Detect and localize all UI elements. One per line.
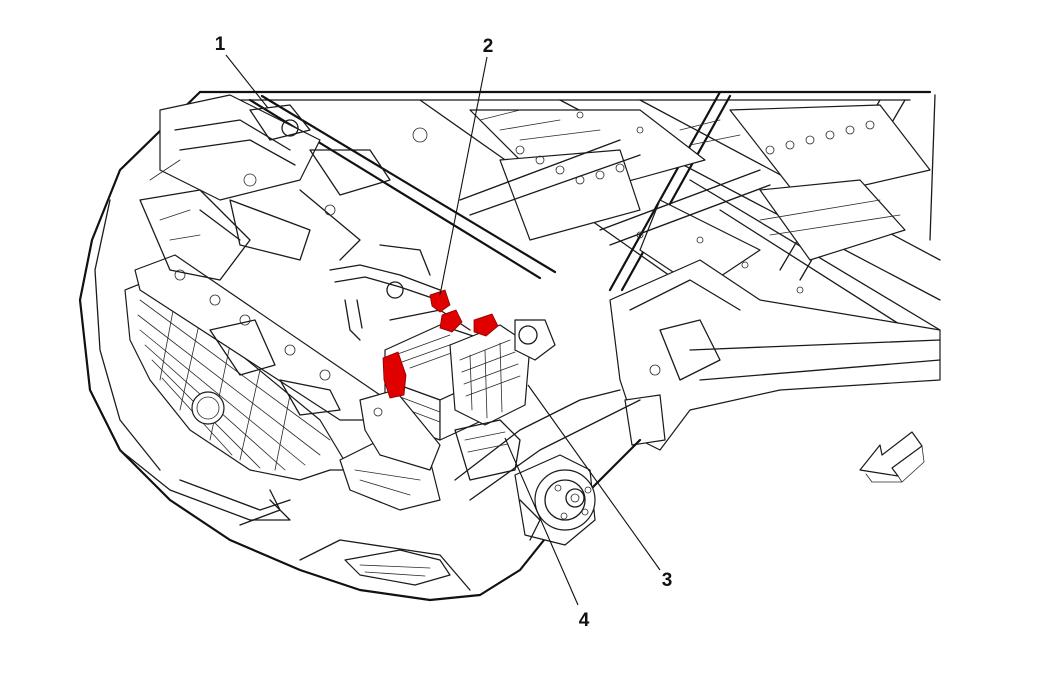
battery-tray-bracket: [359, 319, 556, 481]
side-body-panel: [609, 259, 941, 451]
highlight-bracket: [382, 351, 407, 399]
leader-line-1: [225, 54, 269, 109]
front-wheel-hub: [514, 454, 596, 546]
callout-2: 2: [483, 36, 494, 57]
highlighted-components: [382, 289, 499, 399]
callout-1: 1: [215, 34, 226, 55]
fuse-block: [449, 324, 531, 426]
floor-pan-structure: [198, 90, 941, 351]
callout-4: 4: [579, 610, 590, 631]
leader-line-3: [527, 384, 661, 571]
leader-line-4: [504, 437, 579, 606]
highlight-cable-mid: [439, 309, 463, 333]
grille-bars: [137, 299, 331, 471]
floor-holes: [412, 111, 875, 294]
highlight-cable-upper: [429, 289, 451, 313]
callout-labels: 1 2 3 4: [215, 34, 673, 631]
callout-3: 3: [662, 570, 673, 591]
engine-bay-left: [139, 94, 391, 281]
front-grille: [119, 279, 451, 586]
leader-line-2: [439, 56, 488, 296]
fog-lamp: [344, 549, 451, 586]
callout-leaders: [225, 54, 661, 606]
arrow-icon: [859, 431, 925, 483]
highlight-terminal: [473, 313, 499, 337]
